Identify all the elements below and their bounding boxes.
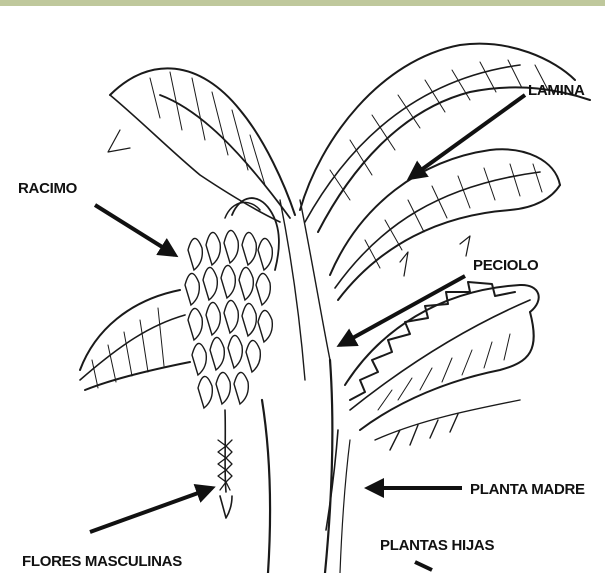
arrow-flores-masculinas: [90, 488, 212, 532]
arrows: [90, 95, 525, 570]
label-planta-madre: PLANTA MADRE: [470, 481, 585, 498]
label-peciolo: PECIOLO: [473, 257, 539, 274]
pseudostem: [262, 200, 350, 573]
arrow-racimo: [95, 205, 175, 255]
arrow-plantas-hijas: [415, 562, 432, 570]
banana-bunch: [185, 198, 279, 492]
arrow-lamina: [410, 95, 525, 178]
label-racimo: RACIMO: [18, 180, 78, 197]
arrow-peciolo: [340, 276, 465, 345]
labels: LAMINA RACIMO PECIOLO PLANTA MADRE FLORE…: [18, 82, 585, 570]
label-flores-masculinas: FLORES MASCULINAS: [22, 553, 182, 570]
label-lamina: LAMINA: [528, 82, 585, 99]
label-plantas-hijas: PLANTAS HIJAS: [380, 537, 494, 554]
top-edge-strip: [0, 0, 605, 6]
